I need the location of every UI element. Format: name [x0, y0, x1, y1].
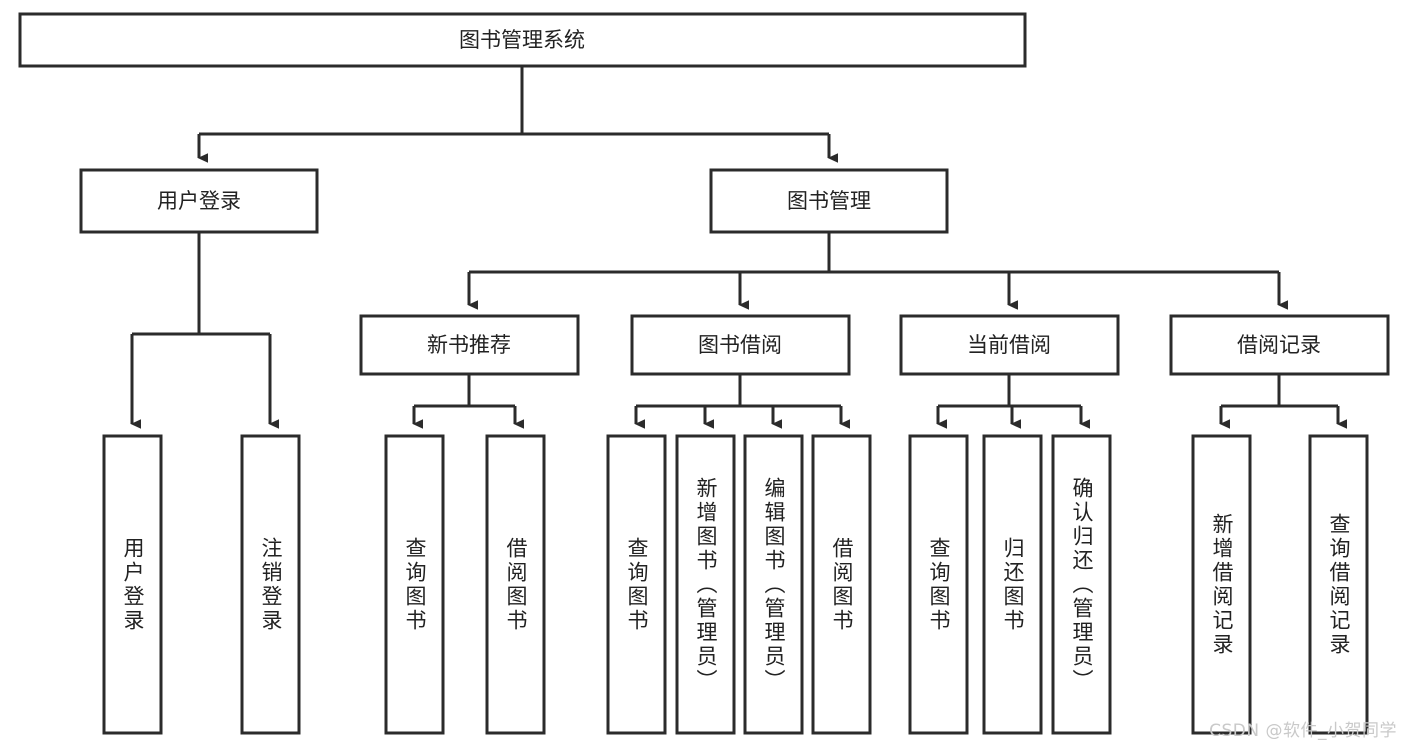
leaf-label-9: 归还图书 — [1001, 536, 1025, 633]
connector-current-borrow-to-leaves — [936, 374, 1091, 429]
leaf-label-3: 借阅图书 — [504, 536, 528, 633]
leaf-box-6[interactable] — [743, 434, 804, 735]
node-boxes — [18, 12, 1390, 735]
leaf-label-2: 查询图书 — [403, 536, 427, 633]
node-label-current-borrow: 当前借阅 — [967, 333, 1051, 357]
leaf-box-10[interactable] — [1051, 434, 1112, 735]
node-box-user-login[interactable] — [79, 168, 319, 234]
node-box-root[interactable] — [18, 12, 1027, 68]
connector-new-book-recommend-to-leaves — [412, 374, 525, 429]
leaf-label-12: 查询借阅记录 — [1327, 512, 1351, 657]
leaf-box-7[interactable] — [811, 434, 872, 735]
node-label-book-management: 图书管理 — [787, 189, 871, 213]
node-label-borrow-record: 借阅记录 — [1237, 333, 1321, 357]
node-box-new-book-recommend[interactable] — [359, 314, 580, 376]
leaf-label-7: 借阅图书 — [830, 536, 854, 633]
node-label-root: 图书管理系统 — [459, 28, 585, 52]
leaf-box-0[interactable] — [102, 434, 163, 735]
leaf-box-3[interactable] — [485, 434, 546, 735]
leaf-box-4[interactable] — [606, 434, 667, 735]
node-box-current-borrow[interactable] — [899, 314, 1120, 376]
leaf-box-2[interactable] — [384, 434, 445, 735]
connector-user-login-to-leaves — [130, 232, 280, 429]
connector-book-borrow-to-leaves — [634, 374, 851, 429]
leaf-label-5: 新增图书（管理员） — [694, 476, 718, 693]
leaf-label-10: 确认归还（管理员） — [1070, 476, 1094, 693]
leaf-label-4: 查询图书 — [625, 536, 649, 633]
leaf-label-8: 查询图书 — [927, 536, 951, 633]
node-label-user-login: 用户登录 — [157, 189, 241, 213]
connector-root-to-level1 — [197, 66, 839, 163]
leaf-box-8[interactable] — [908, 434, 969, 735]
connector-book-management-to-level2 — [467, 232, 1289, 310]
leaf-box-1[interactable] — [240, 434, 301, 735]
node-labels-horizontal: 图书管理系统 用户登录 图书管理 新书推荐 图书借阅 当前借阅 借阅记录 — [157, 28, 1321, 357]
node-label-new-book-recommend: 新书推荐 — [427, 333, 511, 357]
connector-borrow-record-to-leaves — [1219, 374, 1348, 429]
leaf-label-11: 新增借阅记录 — [1210, 512, 1234, 657]
leaf-box-5[interactable] — [675, 434, 736, 735]
leaf-box-11[interactable] — [1191, 434, 1252, 735]
leaf-label-0: 用户登录 — [121, 536, 145, 633]
leaf-box-9[interactable] — [982, 434, 1043, 735]
csdn-watermark: CSDN @软件_小贺同学 — [1209, 721, 1397, 741]
leaf-label-6: 编辑图书（管理员） — [762, 476, 786, 693]
leaf-label-1: 注销登录 — [259, 536, 283, 633]
node-label-book-borrow: 图书借阅 — [698, 333, 782, 357]
leaf-box-12[interactable] — [1308, 434, 1369, 735]
